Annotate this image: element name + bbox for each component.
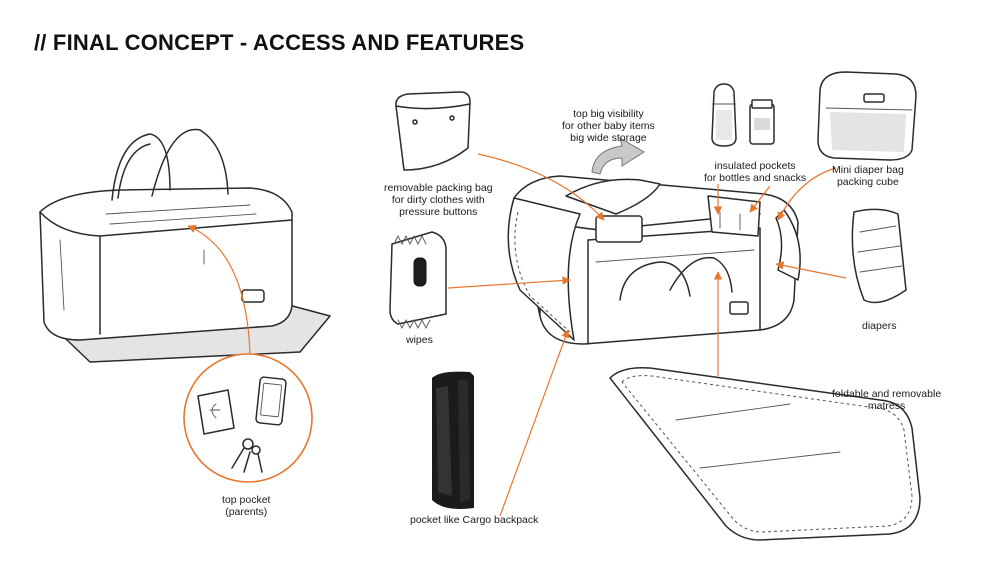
label-line: insulated pockets	[714, 160, 796, 172]
wallet-icon	[197, 389, 235, 435]
open-duffel-bag-sketch	[507, 175, 801, 345]
label-top-visibility: top big visibility for other baby items …	[562, 108, 655, 144]
label-line: matress	[867, 400, 906, 412]
label-top-pocket: top pocket (parents)	[222, 494, 270, 518]
page-title: // FINAL CONCEPT - ACCESS AND FEATURES	[34, 30, 525, 55]
label-removable-bag: removable packing bag for dirty clothes …	[384, 182, 493, 218]
label-line: top pocket	[222, 494, 271, 506]
jar-icon	[749, 99, 775, 145]
label-line: packing cube	[836, 176, 899, 188]
phone-icon	[255, 376, 287, 426]
mattress-sketch	[609, 366, 921, 541]
label-line: (parents)	[225, 506, 268, 518]
leader-lines	[447, 153, 847, 517]
label-line: removable packing bag	[384, 182, 493, 194]
removable-packing-bag-sketch	[395, 91, 471, 171]
label-line: for bottles and snacks	[704, 172, 807, 184]
label-line: for dirty clothes with	[391, 194, 485, 206]
label-line: foldable and removable	[832, 388, 942, 400]
label-line: top big visibility	[573, 108, 644, 120]
mini-diaper-bag-sketch	[817, 71, 917, 161]
wipes-sketch	[389, 231, 447, 330]
label-line: pressure buttons	[399, 206, 478, 218]
label-diapers: diapers	[862, 320, 896, 332]
bottle-icon	[711, 83, 737, 147]
label-line: pocket like Cargo backpack	[410, 514, 539, 526]
label-line: diapers	[862, 320, 897, 332]
reveal-arrow	[591, 136, 645, 175]
label-line: big wide storage	[570, 132, 647, 144]
diaper-sketch	[851, 208, 907, 304]
label-insulated-pockets: insulated pockets for bottles and snacks	[704, 160, 806, 184]
label-mattress: foldable and removable matress	[832, 388, 941, 412]
closed-duffel-bag-sketch	[39, 128, 331, 363]
label-wipes: wipes	[406, 334, 433, 346]
label-line: Mini diaper bag	[832, 164, 904, 176]
label-line: wipes	[406, 334, 433, 346]
keys-icon	[231, 438, 263, 473]
cargo-pocket-sketch	[432, 371, 474, 509]
label-cargo-pocket: pocket like Cargo backpack	[410, 514, 538, 526]
top-pocket-detail	[183, 225, 313, 483]
label-line: for other baby items	[562, 120, 655, 132]
label-mini-diaper-bag: Mini diaper bag packing cube	[832, 164, 904, 188]
